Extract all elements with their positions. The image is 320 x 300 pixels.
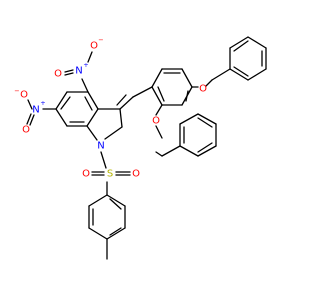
chemical-structure: N S O O O O N + O − O N + O − O xyxy=(14,36,267,260)
nitro-nitrogen-bottom: N xyxy=(32,105,39,116)
nitro-nitrogen-bottom-charge: + xyxy=(40,99,45,107)
sulfonyl-oxygen-right: O xyxy=(132,169,140,180)
ring-nitrogen-atom: N xyxy=(97,141,104,152)
nitro-oxygen-bottom-double: O xyxy=(22,125,30,136)
nitro-oxygen-top-charge: − xyxy=(98,36,103,44)
sulfur-atom: S xyxy=(107,169,113,180)
nitro-nitrogen-top-charge: + xyxy=(83,61,88,69)
ether-oxygen-top: O xyxy=(199,84,207,95)
nitro-nitrogen-top: N xyxy=(75,66,82,77)
bond-skeleton xyxy=(26,36,267,260)
nitro-oxygen-bottom-charge: − xyxy=(14,87,19,95)
nitro-oxygen-bottom: O xyxy=(20,90,28,101)
nitro-oxygen-top: O xyxy=(90,41,98,52)
ether-oxygen-mid: O xyxy=(152,116,160,127)
sulfonyl-oxygen-left: O xyxy=(82,169,90,180)
nitro-oxygen-top-double: O xyxy=(54,69,62,80)
